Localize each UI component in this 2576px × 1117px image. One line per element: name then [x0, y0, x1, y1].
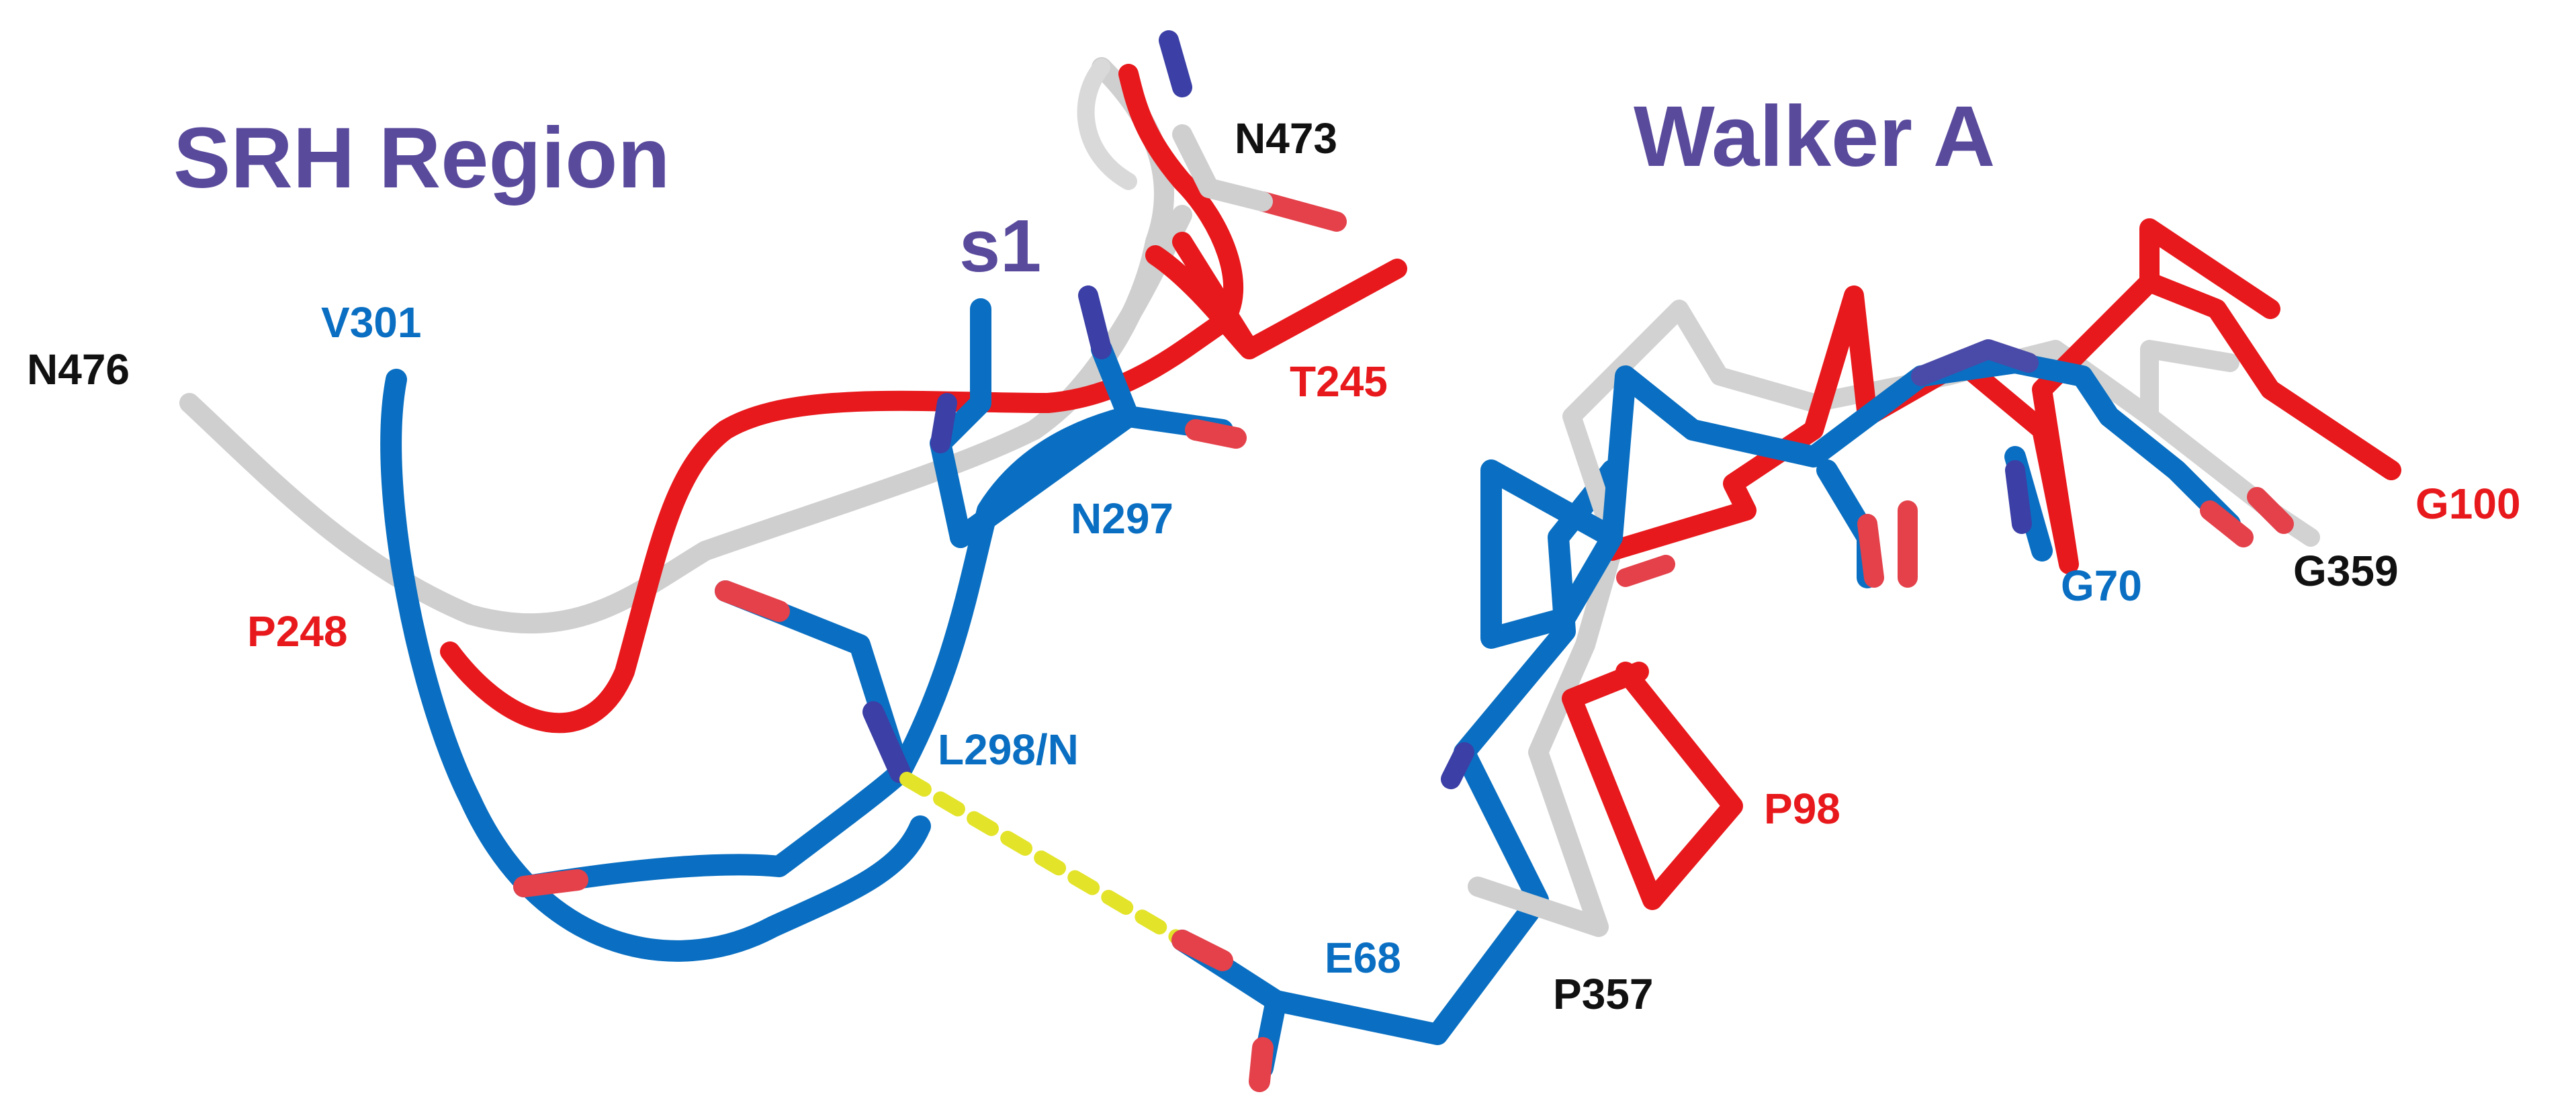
walker-oxygen-4: [2247, 487, 2294, 534]
grey-carbonyl-top: [1172, 124, 1273, 212]
srh-region-title: SRH Region: [173, 110, 670, 206]
nitrogen-cap-2: [1078, 285, 1112, 359]
blue-sidechain-n297: [950, 339, 1139, 548]
oxygen-e68-a: [1171, 930, 1233, 971]
oxygen-cap-2: [1185, 419, 1247, 449]
red-backbone-srh: [440, 64, 1407, 733]
nitrogen-cap-1: [862, 701, 911, 783]
red-tube-walker: [1602, 272, 2401, 574]
walker-oxygen-5: [1616, 555, 1675, 587]
hydrogen-bond: [899, 772, 1190, 948]
grey-chain-p357: [1468, 541, 1622, 937]
label-n297: N297: [1071, 494, 1173, 543]
label-p98: P98: [1764, 785, 1840, 833]
blue-tube-lower: [513, 762, 911, 897]
label-v301: V301: [321, 298, 422, 347]
walker-oxygen-1: [1857, 514, 1884, 588]
walker-nitrogen-2: [1441, 742, 1474, 789]
blue-tube-walker: [1601, 352, 2241, 548]
blue-tube-loop: [380, 369, 931, 962]
label-g100: G100: [2415, 480, 2521, 528]
blue-sidechain-l298: [715, 580, 911, 783]
label-p357: P357: [1553, 970, 1654, 1018]
blue-sidechain-v301: [930, 298, 991, 548]
label-g70: G70: [2061, 562, 2142, 610]
label-g359: G359: [2293, 547, 2399, 595]
s1-strand-label: s1: [959, 205, 1042, 287]
label-l298: L298/N: [938, 725, 1079, 774]
walker-nitrogen-1: [1911, 339, 2039, 386]
nitrogen-cap-4: [1159, 30, 1192, 97]
grey-ring-srh: [1077, 58, 1137, 190]
grey-sidechain-g359: [2140, 340, 2239, 426]
nitrogen-cap-3: [930, 393, 957, 453]
oxygen-cap-1: [715, 580, 790, 622]
oxygen-e68-b: [1249, 1037, 1274, 1092]
label-e68: E68: [1325, 934, 1401, 982]
oxygen-cap-3: [513, 869, 588, 897]
grey-tube-srh: [179, 57, 1174, 634]
label-n476: N476: [27, 345, 130, 394]
grey-ring-walker: [1562, 300, 2320, 547]
grey-tube-p357: [1468, 541, 1622, 937]
blue-tube-e68: [1171, 459, 1623, 1045]
label-n473: N473: [1235, 114, 1337, 163]
blue-ring-walker: [1480, 459, 1623, 649]
walker-a-red: [1562, 218, 2401, 910]
walker-a-title: Walker A: [1634, 89, 1996, 185]
label-p248: P248: [247, 607, 348, 656]
red-sidechain-t245-b: [1172, 232, 1259, 359]
oxygen-cap-top: [1253, 191, 1347, 232]
walker-a-grey: [1562, 300, 2320, 547]
walker-nitrogen-3: [2005, 460, 2032, 534]
red-sidechain-g100: [2139, 218, 2280, 319]
red-tube-srh: [440, 64, 1244, 733]
red-ring-p98: [1562, 662, 1743, 910]
label-t245: T245: [1290, 357, 1388, 406]
walker-oxygen-3: [2200, 500, 2254, 547]
